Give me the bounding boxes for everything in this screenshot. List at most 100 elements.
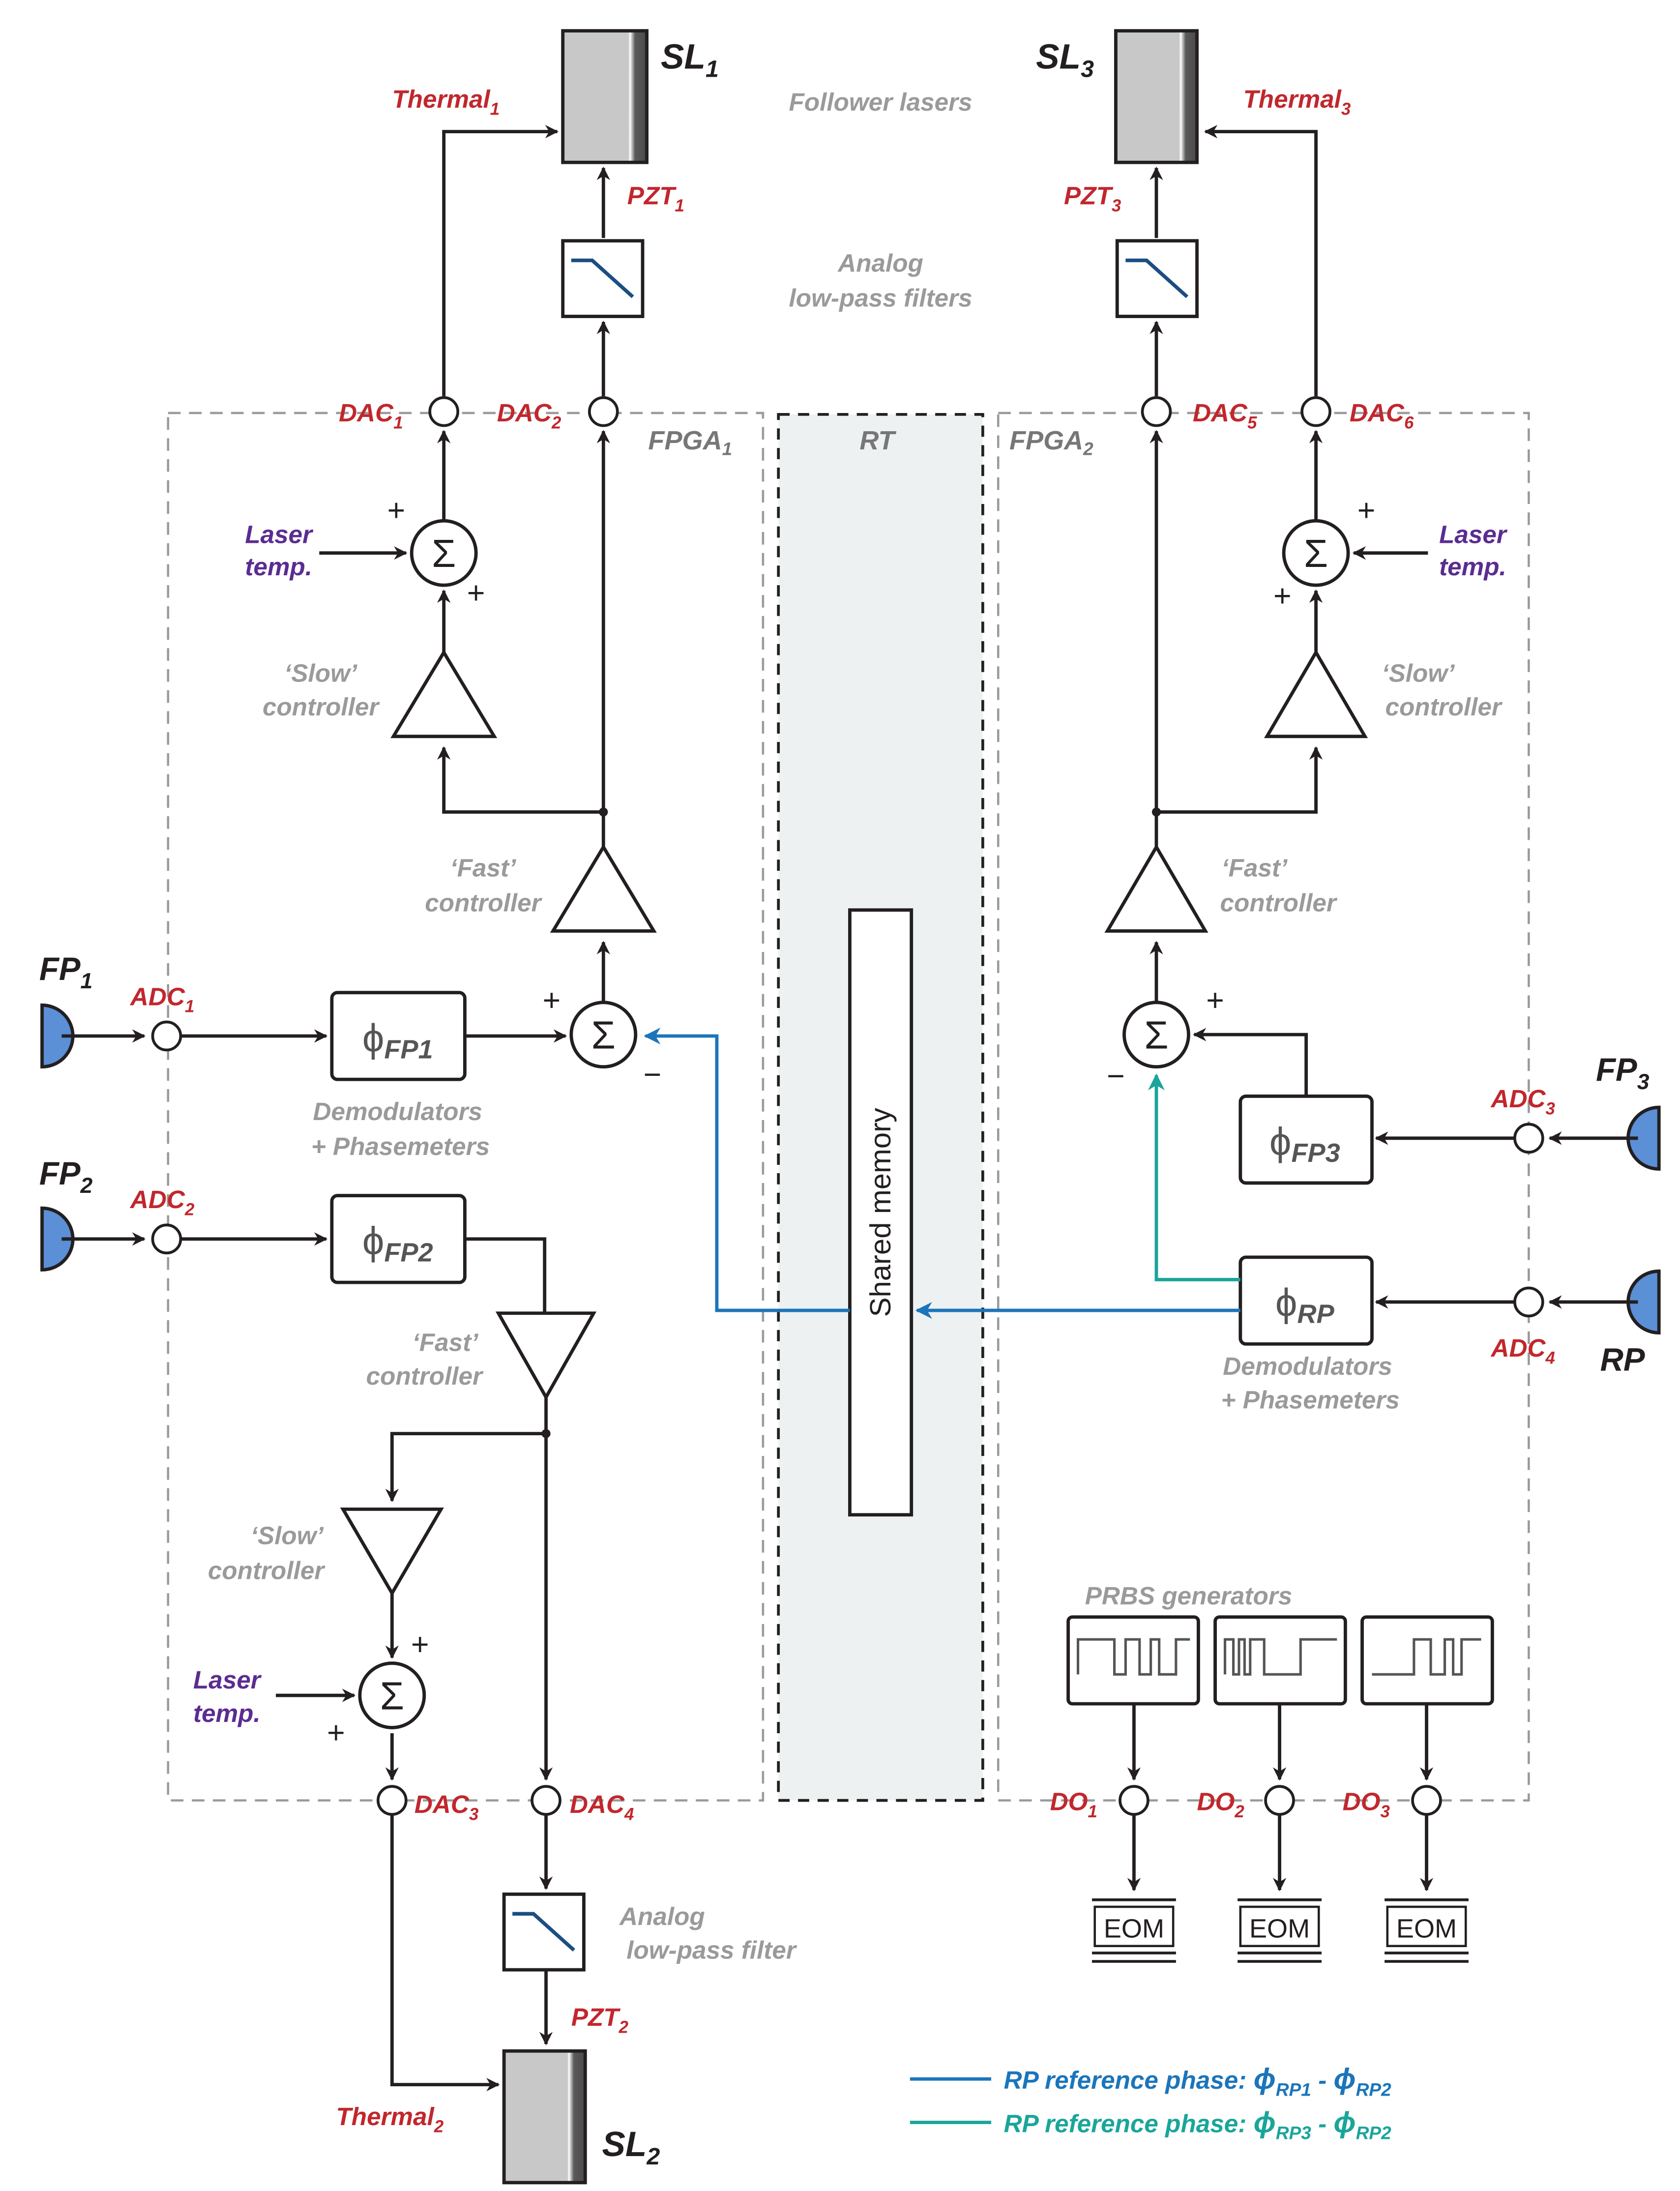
- summer-4-symbol: Σ: [1304, 532, 1328, 575]
- adc4-label: ADC4: [1490, 1334, 1555, 1367]
- pzt3-label: PZT3: [1064, 182, 1121, 215]
- wire-thermal3: [1204, 124, 1318, 396]
- follower-lasers-label: Follower lasers: [789, 88, 973, 116]
- sl2-label: SL2: [602, 2125, 660, 2170]
- port-adc4: [1513, 1286, 1544, 1318]
- summer-4-plus-bottom: +: [1273, 579, 1292, 613]
- summer-4: [1282, 519, 1350, 587]
- slow-controller-1: [390, 649, 498, 739]
- summer-1: [410, 519, 478, 587]
- prbs-generator-1: [1066, 1615, 1200, 1706]
- legend-blue-text: RP reference phase: ϕRP1 - ϕRP2: [1004, 2062, 1391, 2100]
- lowpass-filter-1: [561, 239, 645, 318]
- laser-temp-2-line1: Laser: [193, 1666, 262, 1694]
- port-dac3: [377, 1785, 408, 1816]
- summer-3-plus-left: +: [327, 1716, 345, 1750]
- wire-phi2-fast2: [465, 1237, 547, 1313]
- summer-5-minus: −: [1107, 1059, 1125, 1093]
- port-do1: [1119, 1785, 1149, 1816]
- port-dac6: [1300, 396, 1331, 427]
- fp1-label: FP1: [39, 951, 92, 993]
- demod-left-line2: + Phasemeters: [311, 1132, 490, 1160]
- wire-split-slow3: [1156, 746, 1323, 814]
- phasemeter-rp-label: ϕRP: [1275, 1280, 1335, 1329]
- port-dac4: [531, 1785, 561, 1816]
- slow-controller-3: [1264, 649, 1368, 739]
- shared-memory-label: Shared memory: [864, 1108, 897, 1317]
- filter-bottom-line1: Analog: [619, 1902, 705, 1930]
- summer-2-symbol: Σ: [591, 1013, 616, 1057]
- do3-label: DO3: [1343, 1788, 1390, 1821]
- fpga2-border: [997, 412, 1530, 1802]
- wire-thermal2: [390, 1814, 500, 2092]
- summer-3-symbol: Σ: [380, 1674, 404, 1718]
- fast-controller-1: [550, 843, 657, 933]
- slow2-label-line2: controller: [208, 1557, 325, 1585]
- summer-5-symbol: Σ: [1144, 1013, 1168, 1057]
- phasemeter-fp1-label: ϕFP1: [362, 1016, 433, 1064]
- lowpass-filter-2: [502, 1892, 586, 1972]
- laser-temp-1-line2: temp.: [245, 553, 312, 581]
- eom-3: EOM: [1385, 1898, 1469, 1963]
- port-adc2: [151, 1223, 182, 1255]
- summer-1-plus-bottom: +: [467, 576, 485, 610]
- sl1-label: SL1: [661, 38, 719, 83]
- do1-label: DO1: [1050, 1788, 1097, 1821]
- summer-2-minus: −: [644, 1058, 662, 1092]
- junction-3: [1151, 807, 1161, 817]
- svg-text:EOM: EOM: [1249, 1914, 1310, 1944]
- summer-1-symbol: Σ: [432, 532, 456, 575]
- slow2-label-line1: ‘Slow’: [251, 1522, 324, 1550]
- junction-1: [599, 807, 608, 817]
- phasemeter-fp3-label: ϕFP3: [1269, 1120, 1340, 1168]
- thermal3-label: Thermal3: [1243, 85, 1351, 118]
- fast-controller-2: [495, 1311, 597, 1401]
- fp3-label: FP3: [1596, 1052, 1650, 1094]
- wire-thermal1: [442, 124, 559, 396]
- fast1-label-line2: controller: [425, 889, 542, 917]
- pzt1-label: PZT1: [627, 182, 684, 215]
- port-do2: [1264, 1785, 1295, 1816]
- fast1-label-line1: ‘Fast’: [450, 854, 517, 882]
- summer-2: [569, 1001, 638, 1069]
- dac2-label: DAC2: [497, 399, 561, 432]
- slow3-label-line2: controller: [1385, 693, 1503, 721]
- sl3-label: SL3: [1036, 38, 1094, 83]
- phasemeter-fp2-label: ϕFP2: [362, 1219, 433, 1267]
- fpga2-label: FPGA2: [1009, 426, 1093, 459]
- laser-temp-1-line1: Laser: [245, 521, 314, 549]
- adc1-label: ADC1: [129, 982, 194, 1016]
- prbs-waveform-1: [1076, 1638, 1190, 1676]
- summer-5-plus: +: [1206, 983, 1224, 1018]
- port-dac5: [1141, 396, 1172, 427]
- rt-label: RT: [859, 426, 896, 455]
- phasemeter-fp3: [1238, 1095, 1374, 1185]
- laser-temp-3-line1: Laser: [1439, 521, 1508, 549]
- summer-3-plus-top: +: [411, 1627, 429, 1661]
- adc2-label: ADC2: [129, 1185, 195, 1219]
- fast2-label-line2: controller: [366, 1362, 484, 1390]
- dac5-label: DAC5: [1193, 399, 1257, 432]
- adc3-label: ADC3: [1490, 1085, 1555, 1118]
- laser-temp-3-line2: temp.: [1439, 553, 1506, 581]
- phasemeter-rp: [1238, 1255, 1374, 1346]
- prbs-waveform-2: [1223, 1638, 1337, 1676]
- laser-sl1: [561, 29, 648, 164]
- filter-bottom-line2: low-pass filter: [626, 1936, 797, 1964]
- prbs-waveform-3: [1372, 1638, 1481, 1676]
- eom-1: EOM: [1092, 1898, 1176, 1963]
- filters-top-line2: low-pass filters: [789, 284, 973, 312]
- filters-top-line1: Analog: [837, 249, 923, 277]
- laser-sl2: [502, 2049, 587, 2185]
- summer-3: [358, 1661, 426, 1729]
- laser-temp-2-line2: temp.: [193, 1699, 261, 1727]
- dac3-label: DAC3: [414, 1790, 478, 1824]
- legend-teal-text: RP reference phase: ϕRP3 - ϕRP2: [1004, 2105, 1391, 2143]
- do2-label: DO2: [1197, 1788, 1245, 1821]
- fast3-label-line1: ‘Fast’: [1221, 854, 1288, 882]
- summer-4-plus-top: +: [1357, 493, 1376, 528]
- demod-right-line1: Demodulators: [1223, 1352, 1392, 1380]
- pzt2-label: PZT2: [571, 2003, 629, 2037]
- wire-rp-sum5: [1148, 1073, 1240, 1281]
- fp2-label: FP2: [39, 1155, 93, 1198]
